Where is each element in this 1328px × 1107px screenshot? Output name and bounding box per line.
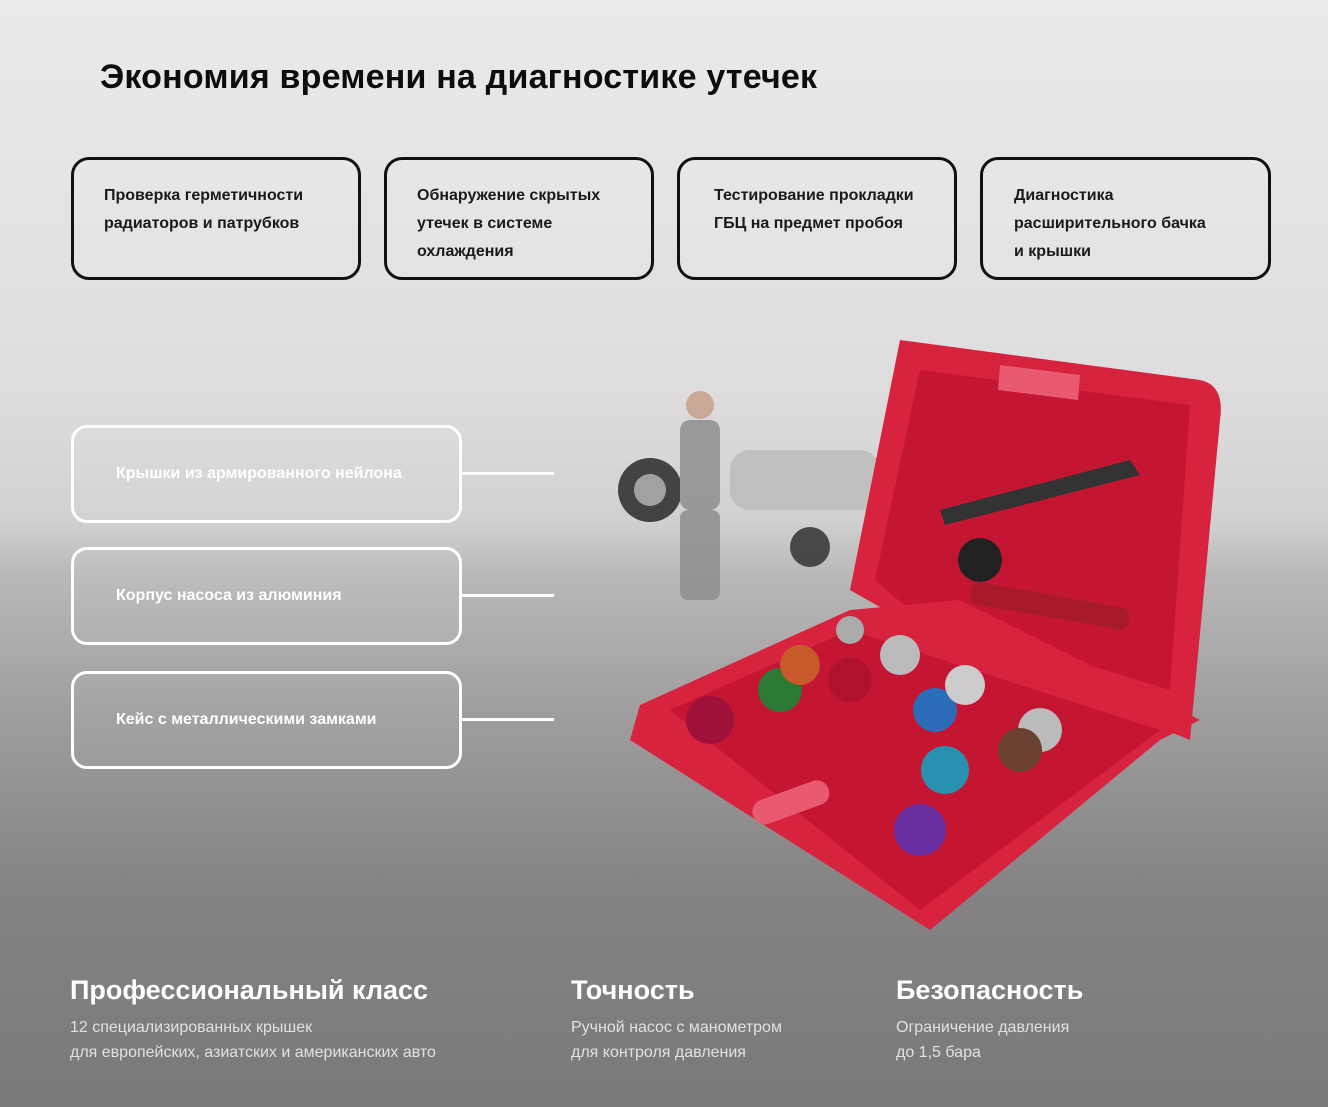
benefit-title-professional: Профессиональный класс [70, 975, 429, 1005]
mechanic-illustration [618, 391, 880, 600]
benefit-desc-professional: 12 специализированных крышек для европей… [70, 1015, 436, 1065]
top-card-radiator: Проверка герметичности радиаторов и патр… [71, 157, 361, 280]
benefit-desc-accuracy: Ручной насос с манометром для контроля д… [571, 1015, 782, 1065]
card-line: ГБЦ на предмет пробоя [714, 215, 903, 232]
top-card-head-gasket: Тестирование прокладки ГБЦ на предмет пр… [677, 157, 957, 280]
feature-metal-locks: Кейс с металлическими замками [71, 671, 462, 769]
top-card-expansion-tank: Диагностика расширительного бачка и крыш… [980, 157, 1271, 280]
benefit-title-accuracy: Точность [571, 975, 695, 1005]
feature-nylon-caps: Крышки из армированного нейлона [71, 425, 462, 523]
card-line: Диагностика [1014, 187, 1114, 204]
feature-aluminum-pump: Корпус насоса из алюминия [71, 547, 462, 645]
desc-line: для контроля давления [571, 1044, 746, 1061]
benefit-desc-safety: Ограничение давления до 1,5 бара [896, 1015, 1069, 1065]
feature-label: Кейс с металлическими замками [116, 711, 377, 728]
feature-label: Крышки из армированного нейлона [116, 465, 402, 482]
red-case [630, 340, 1221, 930]
callout-line [462, 594, 554, 597]
card-line: расширительного бачка [1014, 215, 1206, 232]
product-image [618, 340, 1221, 930]
card-line: утечек в системе [417, 215, 553, 232]
desc-line: Ручной насос с манометром [571, 1019, 782, 1036]
desc-line: 12 специализированных крышек [70, 1019, 313, 1036]
page-title: Экономия времени на диагностике утечек [100, 58, 818, 96]
feature-label: Корпус насоса из алюминия [116, 587, 342, 604]
desc-line: для европейских, азиатских и американски… [70, 1044, 436, 1061]
desc-line: Ограничение давления [896, 1019, 1070, 1036]
benefit-title-safety: Безопасность [896, 975, 1084, 1005]
card-line: Проверка герметичности [104, 187, 304, 204]
card-line: охлаждения [417, 243, 514, 260]
card-line: и крышки [1014, 243, 1091, 260]
card-line: Тестирование прокладки [714, 187, 914, 204]
callout-line [462, 472, 554, 475]
desc-line: до 1,5 бара [896, 1044, 981, 1061]
top-card-hidden-leaks: Обнаружение скрытых утечек в системе охл… [384, 157, 654, 280]
card-line: радиаторов и патрубков [104, 215, 300, 232]
callout-line [462, 718, 554, 721]
card-line: Обнаружение скрытых [417, 187, 601, 204]
